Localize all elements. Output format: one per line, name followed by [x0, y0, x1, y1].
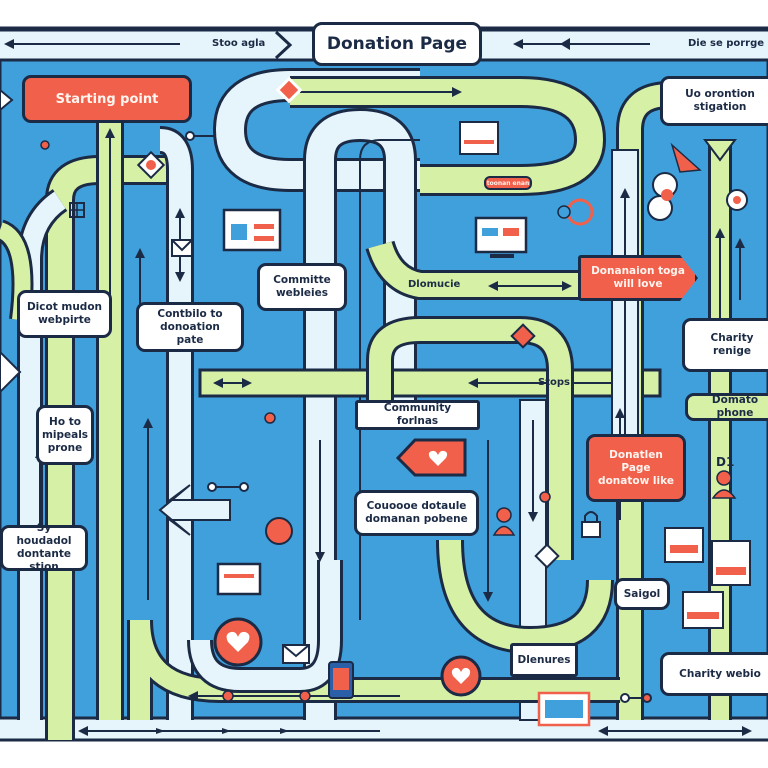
lock-icon [581, 511, 601, 538]
envelope-icon [282, 644, 310, 664]
node-contribute-donation-page[interactable]: Contbilo to donoation pate [136, 302, 244, 352]
flag-icon [670, 142, 702, 173]
monitor-icon [216, 562, 262, 596]
node-diagrams[interactable]: Dlenures [510, 643, 578, 677]
heart-tag-icon [395, 438, 467, 477]
version-badge: D1 [716, 455, 735, 469]
coin-stack-icon [647, 172, 678, 221]
browser-window-icon [664, 527, 704, 563]
node-by-household-donation[interactable]: Sy houdadol dontante stion [0, 522, 88, 573]
node-donation-page-donate-like[interactable]: Donatlen Page donatow like [586, 434, 686, 502]
top-chevron-icon [274, 30, 293, 60]
page-title: Donation Page [312, 22, 482, 66]
connector-icon [620, 693, 652, 703]
node-donation-arrow[interactable]: Donanaion toga will love [578, 255, 698, 301]
big-left-arrow-icon [158, 484, 231, 536]
diamond-icon [275, 76, 303, 104]
node-saigol[interactable]: Saigol [614, 578, 670, 610]
node-starting-point[interactable]: Starting point [22, 75, 192, 123]
top-bar-right-text: Die se porrge [688, 38, 765, 49]
grid-icon [69, 202, 85, 218]
envelope-icon [171, 239, 193, 257]
connector-icon [185, 131, 215, 141]
monitor-icon [474, 216, 528, 258]
node-donation-top-label: Dlomucie [408, 279, 461, 290]
timer-icon [265, 517, 293, 545]
small-red-badge: toonan enan [484, 176, 532, 190]
connector-icon [207, 482, 249, 492]
person-icon [492, 507, 516, 536]
diamond-icon [534, 543, 560, 569]
node-use-donation-strategy[interactable]: Uo orontion stigation [660, 76, 768, 126]
node-community-forms[interactable]: Community forlnas [355, 400, 480, 430]
diamond-icon [510, 323, 536, 349]
heart-icon [213, 617, 263, 667]
bottom-path-bar [0, 716, 768, 742]
monitor-icon [537, 691, 591, 727]
node-charity-website[interactable]: Charity webio [660, 652, 768, 696]
browser-window-icon [711, 540, 751, 586]
node-donate-phone[interactable]: Domato phone [685, 393, 768, 421]
browser-window-icon [682, 591, 724, 629]
node-course-details[interactable]: Couoooe dotaule domanan pobene [354, 490, 479, 536]
heart-icon [440, 655, 482, 697]
browser-window-icon [222, 208, 282, 252]
node-direct-mission-website[interactable]: Dicot mudon webpirte [17, 290, 112, 338]
target-icon [726, 189, 748, 211]
node-charity-range[interactable]: Charity renige [682, 318, 768, 372]
phone-icon [328, 661, 354, 699]
person-icon [711, 470, 737, 499]
node-committee-websites[interactable]: Committe webleies [257, 263, 347, 311]
top-bar-left-text: Stoo agla [212, 38, 266, 49]
node-how-to-mobile-phone[interactable]: Ho to mipeals prone [36, 405, 94, 465]
browser-window-icon [459, 121, 499, 155]
charity-gear-icon [557, 198, 594, 226]
node-steps: Stops [538, 377, 570, 388]
